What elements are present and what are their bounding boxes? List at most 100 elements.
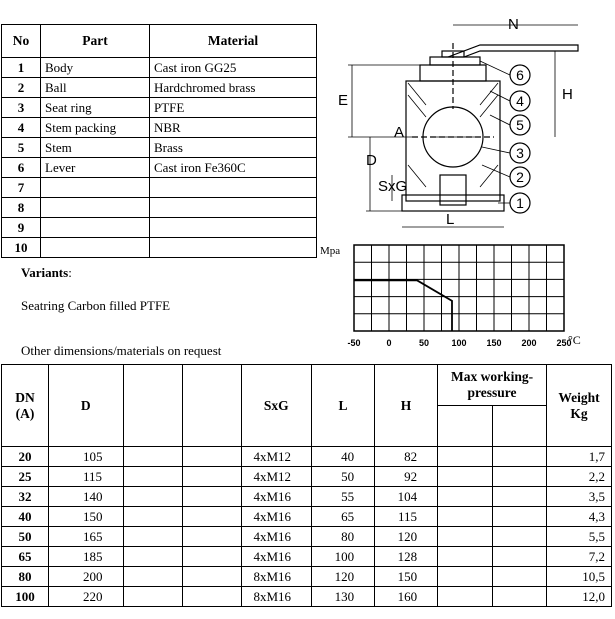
header-weight-unit: Kg bbox=[570, 405, 588, 421]
header-blank-1 bbox=[122, 364, 183, 447]
variants-heading: Variants: bbox=[21, 265, 72, 281]
label-l: L bbox=[446, 211, 454, 228]
cell-d: 200 bbox=[48, 566, 124, 587]
cell-mwp bbox=[437, 586, 493, 607]
callout-number: 3 bbox=[516, 145, 524, 161]
cell-sxg: 8xM16 bbox=[240, 586, 313, 607]
part-name bbox=[40, 197, 150, 218]
cell-l: 65 bbox=[311, 506, 376, 527]
label-d: D bbox=[366, 152, 377, 169]
callout-circle bbox=[509, 192, 531, 214]
cell-l: 55 bbox=[311, 486, 376, 507]
cell-sxg: 4xM16 bbox=[240, 546, 313, 567]
cell-blank bbox=[122, 466, 183, 487]
header-dn-label: DN bbox=[15, 389, 35, 405]
part-name bbox=[40, 177, 150, 198]
callout-leader bbox=[479, 60, 511, 76]
part-no: 3 bbox=[1, 97, 41, 118]
cell-mwp bbox=[491, 506, 548, 527]
part-material: Brass bbox=[149, 137, 317, 158]
cell-sxg: 4xM12 bbox=[240, 466, 313, 487]
parts-row: 8 bbox=[1, 197, 317, 218]
header-no: No bbox=[1, 24, 41, 58]
part-material: Cast iron GG25 bbox=[149, 57, 317, 78]
cell-sxg: 4xM16 bbox=[240, 486, 313, 507]
chart-series-line bbox=[354, 279, 453, 331]
cell-blank bbox=[122, 506, 183, 527]
cell-blank bbox=[122, 586, 183, 607]
cell-blank bbox=[181, 506, 242, 527]
body-main bbox=[405, 80, 501, 202]
header-d: D bbox=[48, 364, 124, 447]
cell-blank bbox=[181, 566, 242, 587]
part-no: 5 bbox=[1, 137, 41, 158]
cell-weight: 10,5 bbox=[546, 566, 612, 587]
cell-l: 80 bbox=[311, 526, 376, 547]
cell-blank bbox=[181, 526, 242, 547]
cell-sxg: 8xM16 bbox=[240, 566, 313, 587]
part-no: 4 bbox=[1, 117, 41, 138]
chart-x-tick: -50 bbox=[347, 338, 360, 348]
cell-weight: 3,5 bbox=[546, 486, 612, 507]
cell-weight: 12,0 bbox=[546, 586, 612, 607]
cell-d: 220 bbox=[48, 586, 124, 607]
dimensions-table: DN(A) D SxG L H Max working-pressure Wei… bbox=[1, 364, 612, 607]
part-material bbox=[149, 237, 317, 258]
lever-arm bbox=[447, 44, 579, 58]
cell-mwp bbox=[437, 566, 493, 587]
cell-sxg: 4xM16 bbox=[240, 526, 313, 547]
part-material: NBR bbox=[149, 117, 317, 138]
part-name: Body bbox=[40, 57, 150, 78]
part-material: Cast iron Fe360C bbox=[149, 157, 317, 178]
chart-x-tick: 50 bbox=[419, 338, 429, 348]
cell-mwp bbox=[491, 546, 548, 567]
cell-blank bbox=[122, 566, 183, 587]
cell-dn: 25 bbox=[1, 466, 49, 487]
hatch-bottom bbox=[407, 164, 499, 188]
body-flange bbox=[401, 194, 505, 212]
callout-circle bbox=[509, 64, 531, 86]
cell-d: 140 bbox=[48, 486, 124, 507]
variants-label: Variants bbox=[21, 265, 69, 280]
variants-colon: : bbox=[68, 265, 72, 280]
callout-number: 5 bbox=[516, 117, 524, 133]
cell-l: 130 bbox=[311, 586, 376, 607]
header-dn-sub: (A) bbox=[15, 405, 35, 421]
cell-d: 150 bbox=[48, 506, 124, 527]
cell-blank bbox=[181, 446, 242, 467]
part-no: 9 bbox=[1, 217, 41, 238]
cell-mwp bbox=[491, 486, 548, 507]
cell-blank bbox=[122, 486, 183, 507]
callout-circle bbox=[509, 142, 531, 164]
chart-x-tick: 200 bbox=[521, 338, 536, 348]
header-l: L bbox=[311, 364, 376, 447]
part-name: Stem packing bbox=[40, 117, 150, 138]
note-text: Other dimensions/materials on request bbox=[21, 343, 222, 358]
cell-sxg: 4xM16 bbox=[240, 506, 313, 527]
dims-header-row-1: DN(A) D SxG L H Max working-pressure Wei… bbox=[1, 364, 612, 447]
callout-number: 4 bbox=[516, 93, 524, 109]
header-h: H bbox=[374, 364, 439, 447]
part-name: Ball bbox=[40, 77, 150, 98]
cell-h: 92 bbox=[374, 466, 439, 487]
cell-h: 115 bbox=[374, 506, 439, 527]
cell-dn: 32 bbox=[1, 486, 49, 507]
chart-x-tick: 150 bbox=[486, 338, 501, 348]
cell-mwp bbox=[437, 466, 493, 487]
part-material: Hardchromed brass bbox=[149, 77, 317, 98]
cell-sxg: 4xM12 bbox=[240, 446, 313, 467]
part-material bbox=[149, 197, 317, 218]
cell-mwp bbox=[437, 446, 493, 467]
